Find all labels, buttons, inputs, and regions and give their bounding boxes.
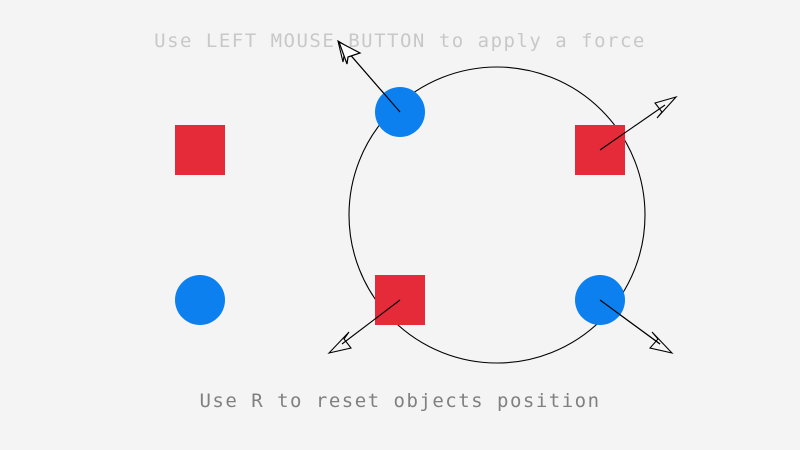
force-arrow-red-square-top-right [599,95,678,151]
hint-text-top: Use LEFT MOUSE BUTTON to apply a force [154,30,646,52]
force-arrow-blue-circle-bottom-right-overlay [599,299,661,345]
force-arrow-red-square-bottom-center [327,299,401,354]
boundary-circle [348,66,646,364]
red-square-top-left[interactable] [175,125,225,175]
force-arrow-blue-circle-top-overlay [346,50,401,113]
hint-text-bottom: Use R to reset objects position [199,390,601,412]
blue-circle-bottom-left[interactable] [175,275,225,325]
mouse-cursor-icon [337,40,362,65]
